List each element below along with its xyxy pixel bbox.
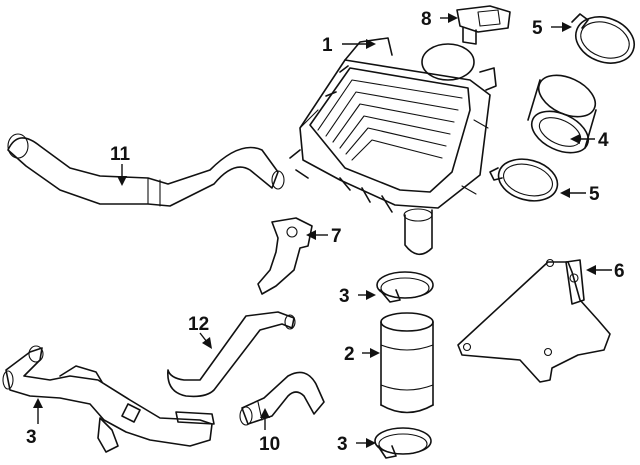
callout-3-lower: 3 xyxy=(337,434,376,455)
hose-long xyxy=(7,133,285,207)
hose-small xyxy=(167,311,296,398)
sensor-part xyxy=(456,5,511,45)
callout-10-label: 11 xyxy=(110,144,131,165)
callout-10: 11 xyxy=(110,144,131,186)
hose-clamp-upper xyxy=(376,271,434,303)
callout-6: 6 xyxy=(586,261,625,282)
clamp-lower xyxy=(489,158,559,202)
elbow-hose xyxy=(239,371,325,426)
callout-12: 3 xyxy=(26,398,43,448)
air-cleaner-housing xyxy=(289,37,497,256)
callout-1: 1 xyxy=(322,35,376,56)
callout-5-top: 5 xyxy=(532,18,572,39)
callout-4-label: 4 xyxy=(598,130,609,151)
callout-3-upper: 3 xyxy=(339,286,376,307)
callout-3-lower-label: 3 xyxy=(337,434,348,455)
intake-duct xyxy=(380,312,434,414)
callout-4: 4 xyxy=(570,130,609,151)
callout-2: 2 xyxy=(344,344,380,365)
callout-2-label: 2 xyxy=(344,344,355,365)
mounting-bracket xyxy=(457,258,611,383)
callout-5-lower: 5 xyxy=(560,184,600,205)
bracket-part xyxy=(257,217,313,295)
callout-5-lower-label: 5 xyxy=(589,184,600,205)
callout-8-label: 8 xyxy=(421,9,432,30)
callout-8: 8 xyxy=(421,9,458,30)
hose-assembly xyxy=(2,345,215,453)
callout-11-label: 12 xyxy=(188,314,209,335)
callout-7-label: 7 xyxy=(331,226,342,247)
callout-11: 12 xyxy=(188,314,212,349)
clamp-top xyxy=(571,13,635,64)
callout-5-top-label: 5 xyxy=(532,18,543,39)
callout-3-upper-label: 3 xyxy=(339,286,350,307)
rubber-sleeve xyxy=(527,74,597,154)
hose-clamp-lower xyxy=(374,427,432,459)
callout-9-label: 10 xyxy=(259,434,280,455)
callout-7: 7 xyxy=(306,226,342,247)
callout-6-label: 6 xyxy=(614,261,625,282)
callout-9: 10 xyxy=(259,408,280,455)
callouts: 1 8 5 4 5 11 xyxy=(26,9,625,455)
callout-1-label: 1 xyxy=(322,35,333,56)
callout-12-label: 3 xyxy=(26,427,37,448)
